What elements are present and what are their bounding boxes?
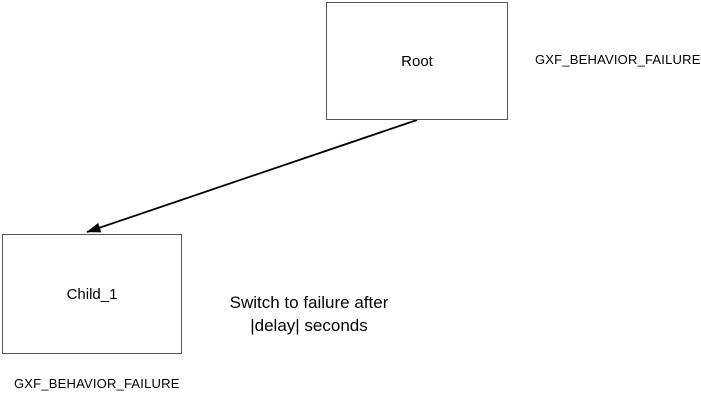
node-child-1-label: Child_1: [66, 285, 118, 303]
node-child-1: Child_1: [2, 234, 182, 354]
edge-caption-line2: |delay| seconds: [250, 316, 368, 335]
edge-caption-line1: Switch to failure after: [229, 293, 389, 312]
edge-caption: Switch to failure after |delay| seconds: [199, 291, 419, 337]
node-root-type-label: GXF_BEHAVIOR_FAILURE: [535, 52, 701, 67]
node-root-label: Root: [401, 52, 433, 70]
edge-line-root-to-child: [86, 119, 418, 233]
node-root: Root: [326, 2, 508, 120]
node-child-1-type-label: GXF_BEHAVIOR_FAILURE: [14, 376, 180, 391]
